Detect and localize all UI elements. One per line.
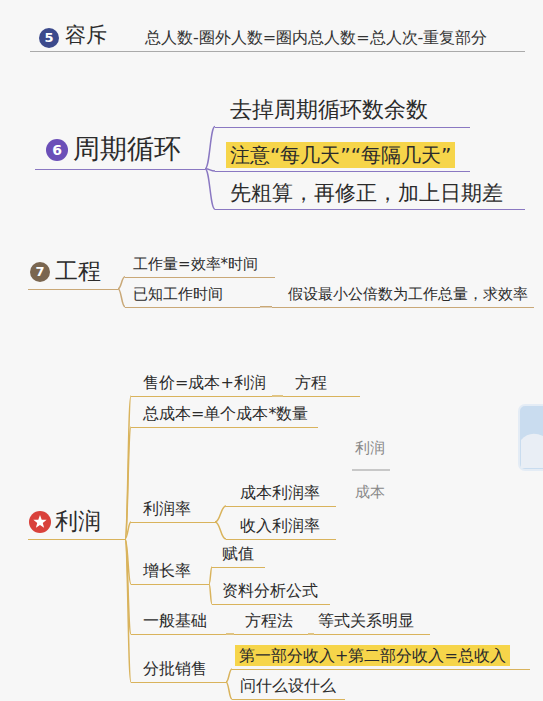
topic-node: 等式关系明显 xyxy=(314,611,430,635)
branch-line xyxy=(205,127,215,169)
topic-node: 问什么设什么 xyxy=(232,676,345,700)
topic-node: 赋值 xyxy=(212,544,265,568)
topic-text: 容斥 xyxy=(65,23,107,47)
highlighted-text: 注意“每几天”“每隔几天” xyxy=(226,142,455,168)
topic-node: 注意“每几天”“每隔几天” xyxy=(215,143,470,172)
star-symbol xyxy=(33,515,46,528)
topic-node: 增长率 xyxy=(131,561,209,585)
topic-text: 工作量=效率*时间 xyxy=(133,255,258,273)
thumbnail xyxy=(519,405,543,470)
topic-node: 成本利润率 xyxy=(226,483,336,507)
star-badge xyxy=(29,511,51,533)
topic-text: 总成本=单个成本*数量 xyxy=(143,404,308,423)
topic-node: 周期循环 xyxy=(35,132,205,170)
topic-node: 利润率 xyxy=(131,499,215,523)
topic-node: 已知工作时间 xyxy=(125,285,260,308)
topic-node: 分批销售 xyxy=(131,659,226,683)
topic-node: 收入利润率 xyxy=(226,516,336,540)
branch-line xyxy=(118,289,125,307)
topic-node: 第一部分收入+第二部分收入=总收入 xyxy=(232,646,530,670)
branch-line xyxy=(125,522,131,539)
branch-line xyxy=(215,506,226,522)
topic-node: 方程 xyxy=(283,373,360,397)
topic-node: 资料分析公式 xyxy=(212,581,330,605)
topic-text: 利润 xyxy=(55,508,101,534)
topic-text: 假设最小公倍数为工作总量，求效率 xyxy=(288,285,528,303)
branch-line xyxy=(260,306,272,308)
topic-text: 问什么设什么 xyxy=(240,676,336,695)
topic-node: 先粗算，再修正，加上日期差 xyxy=(215,180,525,210)
branch-line xyxy=(226,633,234,635)
thumbnail-detail xyxy=(521,434,543,468)
topic-node: 去掉周期循环数余数 xyxy=(215,96,470,128)
fraction-bar xyxy=(352,470,390,471)
topic-text: 等式关系明显 xyxy=(318,611,414,630)
branch-line xyxy=(205,169,215,210)
topic-node: 容斥 xyxy=(30,22,525,52)
number-badge xyxy=(39,28,59,48)
topic-node: 工作量=效率*时间 xyxy=(125,255,275,278)
topic-node: 售价=成本+利润 xyxy=(131,373,272,397)
number-badge xyxy=(46,139,68,161)
branch-line xyxy=(272,395,283,397)
topic-text: 方程法 xyxy=(245,611,293,630)
topic-text: 收入利润率 xyxy=(240,516,320,535)
topic-text: 去掉周期循环数余数 xyxy=(230,97,428,122)
topic-node: 假设最小公倍数为工作总量，求效率 xyxy=(272,285,534,308)
number-text: 6 xyxy=(52,142,62,159)
topic-text: 先粗算，再修正，加上日期差 xyxy=(230,181,503,205)
topic-node: 方程法 xyxy=(234,611,308,635)
highlighted-text: 第一部分收入+第二部分收入=总收入 xyxy=(235,645,510,666)
fraction-denominator: 成本 xyxy=(355,483,385,501)
number-text: 5 xyxy=(44,30,53,46)
topic-node: 工程 xyxy=(28,257,118,290)
topic-text: 利润率 xyxy=(143,499,191,518)
topic-text: 一般基础 xyxy=(143,611,207,630)
topic-text: 已知工作时间 xyxy=(133,285,223,303)
topic-text: 资料分析公式 xyxy=(222,581,318,600)
topic-text: 售价=成本+利润 xyxy=(143,373,266,392)
topic-text: 赋值 xyxy=(222,544,254,563)
number-badge xyxy=(30,262,50,282)
fraction-numerator: 利润 xyxy=(355,439,385,457)
branch-line xyxy=(215,522,226,539)
topic-text: 增长率 xyxy=(143,561,191,580)
branch-line xyxy=(118,277,125,289)
topic-node: 总成本=单个成本*数量 xyxy=(131,404,318,428)
topic-text: 成本利润率 xyxy=(240,483,320,502)
topic-text: 周期循环 xyxy=(73,133,181,164)
topic-node: 利润 xyxy=(28,507,125,540)
topic-text: 工程 xyxy=(55,258,101,284)
number-text: 7 xyxy=(35,264,44,280)
formula-text: 总人数-圈外人数=圈内总人数=总人次-重复部分 xyxy=(145,28,487,47)
topic-node: 一般基础 xyxy=(131,611,226,635)
topic-text: 分批销售 xyxy=(143,659,207,678)
topic-text: 方程 xyxy=(295,373,327,392)
